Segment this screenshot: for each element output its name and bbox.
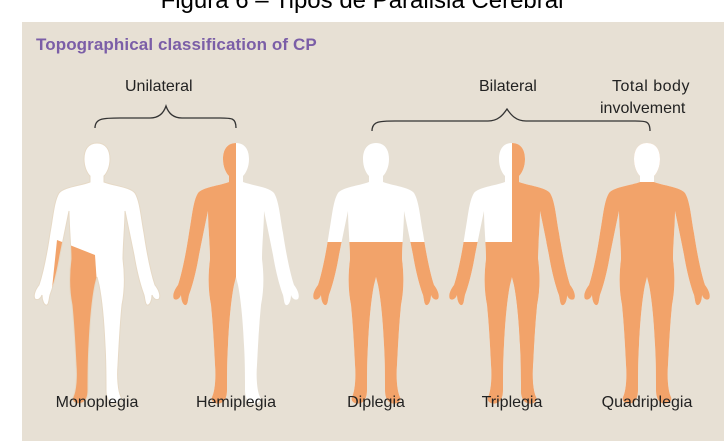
label-hemiplegia: Hemiplegia [166, 394, 306, 412]
figure-monoplegia [34, 143, 160, 435]
brace-bilateral [372, 109, 650, 131]
quadriplegia-head [634, 143, 660, 182]
label-triplegia: Triplegia [442, 394, 582, 412]
label-diplegia: Diplegia [306, 394, 446, 412]
figure-hemiplegia [156, 135, 299, 435]
label-quadriplegia: Quadriplegia [577, 394, 717, 412]
brace-unilateral [95, 106, 236, 128]
label-monoplegia: Monoplegia [27, 394, 167, 412]
